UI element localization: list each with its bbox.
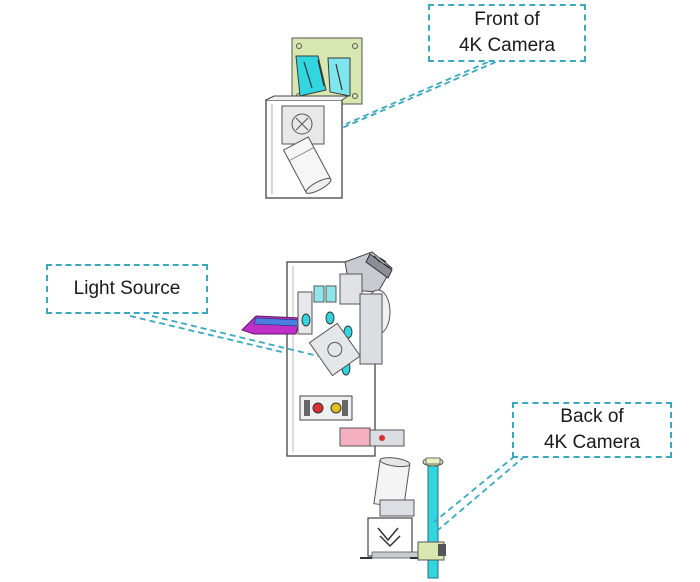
red-button: [312, 402, 324, 414]
cyan-bracket: [295, 55, 327, 97]
camera-back-assembly: [360, 457, 446, 579]
camera-front-assembly: [265, 37, 363, 199]
callout-front-camera: Front of 4K Camera: [428, 4, 586, 62]
light-block: [308, 322, 361, 377]
callout-back-camera: Back of 4K Camera: [512, 402, 672, 458]
leader-lines: [129, 57, 526, 531]
callout-light-source: Light Source: [46, 264, 208, 314]
cyan-rod: [427, 465, 439, 579]
camera-mount-back: [367, 517, 413, 557]
light-source-assembly: [241, 251, 405, 457]
yellow-button: [330, 402, 342, 414]
callout-light-source-label: Light Source: [73, 278, 181, 299]
callout-front-camera-label: Front of 4K Camera: [458, 9, 556, 56]
callout-back-camera-label: Back of 4K Camera: [543, 406, 641, 453]
